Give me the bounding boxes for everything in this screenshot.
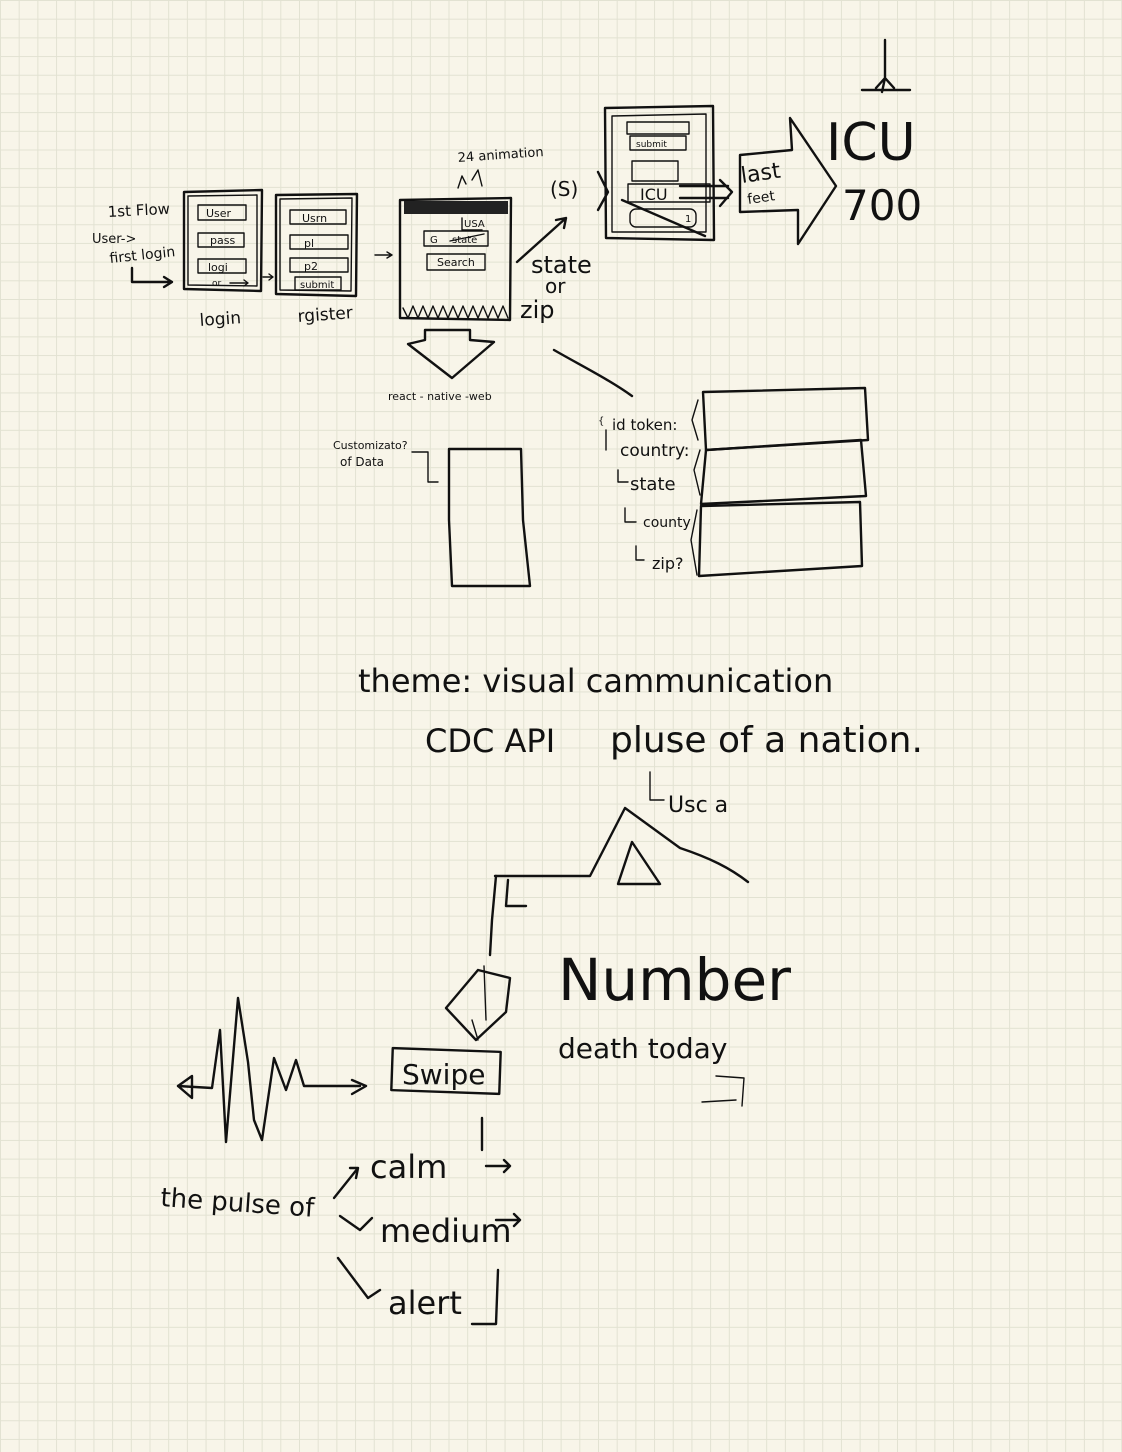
db-field-county: county: [643, 515, 691, 531]
login-user-field: User: [206, 207, 232, 220]
register-p1-field: pl: [304, 237, 314, 250]
last-feet-arrow: last feet: [738, 116, 838, 246]
pulse-levels: the pulse of calm medium alert: [160, 1148, 522, 1326]
icu-screen: submit ICU 1: [603, 104, 734, 242]
cdc-api-label: CDC API: [425, 722, 555, 760]
login-or-label: or: [212, 279, 222, 289]
annotation-arrows-icon: [457, 169, 483, 189]
phone-mock-box: [447, 447, 532, 588]
login-pass-field: pass: [210, 234, 235, 247]
db-box-1: [701, 386, 870, 452]
big-arrow-icon: [738, 116, 838, 246]
header-bar-scribble: [404, 201, 508, 214]
animation-annotation: 24 animation: [457, 145, 544, 166]
footer-bar-scribble: [402, 305, 509, 319]
icu-count-label: 700: [842, 181, 922, 230]
register-caption: rgister: [297, 303, 353, 327]
db-box-2: [699, 438, 868, 506]
arrow-icon: [332, 1166, 360, 1200]
icu-submit-button: submit: [636, 140, 667, 150]
search-button: Search: [437, 256, 475, 269]
main-search-screen: 24 animation USA G state Search: [398, 145, 544, 322]
arrow-icon: [262, 273, 274, 281]
pulse-of-label: the pulse of: [160, 1183, 317, 1224]
login-button: logi: [208, 261, 228, 274]
register-user-field: Usrn: [302, 212, 327, 225]
icu-one-label: 1: [685, 214, 691, 225]
last-label: last: [739, 159, 782, 189]
state-field: state: [452, 235, 477, 246]
db-fields: { id token: country: state county zip?: [598, 386, 870, 578]
icu-field-label: ICU: [640, 185, 668, 204]
db-box-3: [697, 500, 864, 578]
icu-big-label: ICU: [826, 113, 916, 173]
user-arrow-label: User->: [92, 232, 136, 247]
g-prefix: G: [430, 235, 438, 246]
arrow-icon: [515, 216, 568, 264]
arrow-icon: [649, 771, 665, 801]
or-label: or: [545, 274, 566, 298]
bracket-icon: [596, 170, 610, 212]
number-label: Number: [558, 946, 791, 1014]
swipe-button: [390, 1046, 502, 1096]
connector-line: [552, 348, 634, 398]
level-calm: calm: [370, 1148, 447, 1186]
state-or-zip-group: state or zip: [515, 216, 634, 398]
first-flow-label: 1st Flow: [107, 200, 170, 221]
strike-line: [620, 198, 707, 238]
swipe-label: Swipe: [402, 1058, 485, 1091]
scribble-icon: [701, 1075, 745, 1107]
concept-section: theme: visual cammunication CDC API plus…: [358, 662, 923, 818]
arrow-icon: [374, 251, 393, 259]
tree-connectors: [605, 429, 645, 561]
death-today-label: death today: [558, 1032, 727, 1065]
s-label: (S): [550, 177, 578, 201]
theme-label: theme: visual cammunication: [358, 662, 833, 700]
register-p2-field: p2: [304, 260, 318, 273]
arrow-icon: [229, 279, 249, 287]
flow-arrow-icon: [130, 266, 174, 289]
login-screen: User pass logi or login: [182, 188, 264, 331]
brace-marks: [690, 399, 701, 576]
arrow-icon: [336, 1256, 382, 1300]
arrow-icon: [494, 1212, 522, 1228]
zip-label: zip: [520, 296, 555, 324]
first-login-label: first login: [109, 244, 176, 267]
db-field-country: country:: [620, 441, 690, 461]
tombstone-icon: [860, 38, 912, 94]
icu-big-group: ICU 700: [826, 38, 922, 230]
register-screen: Usrn pl p2 submit rgister: [274, 192, 359, 327]
double-arrow-icon: [678, 178, 734, 208]
arrow-icon: [338, 1214, 374, 1232]
state-label: state: [531, 251, 592, 279]
usa-concept-label: Usc a: [668, 793, 728, 818]
level-medium: medium: [380, 1212, 512, 1250]
pulse-nation-label: pluse of a nation.: [610, 720, 923, 761]
db-bracket: {: [598, 416, 604, 427]
db-field-id-token: id token:: [612, 416, 677, 434]
arrow-icon: [484, 1158, 512, 1174]
login-caption: login: [199, 308, 242, 331]
customization-label-1: Customizato?: [333, 439, 408, 452]
arrow-icon: [411, 451, 439, 483]
db-field-state: state: [630, 474, 676, 495]
react-native-web-label: react - native -web: [388, 390, 492, 403]
mountain-icon: [488, 806, 750, 957]
db-field-zip: zip?: [652, 554, 684, 573]
register-submit-button: submit: [300, 280, 334, 291]
level-alert: alert: [388, 1284, 462, 1322]
customization-block: Customizato? of Data: [333, 439, 532, 588]
arrow-icon: [470, 1268, 500, 1326]
down-arrow-icon: [406, 328, 496, 380]
flow-intro: 1st Flow User-> first login: [92, 200, 176, 289]
feet-label: feet: [746, 188, 776, 208]
usa-label: USA: [464, 219, 485, 230]
scroll-icon: [444, 965, 512, 1042]
customization-label-2: of Data: [340, 455, 384, 469]
heartbeat-icon: [176, 996, 368, 1144]
